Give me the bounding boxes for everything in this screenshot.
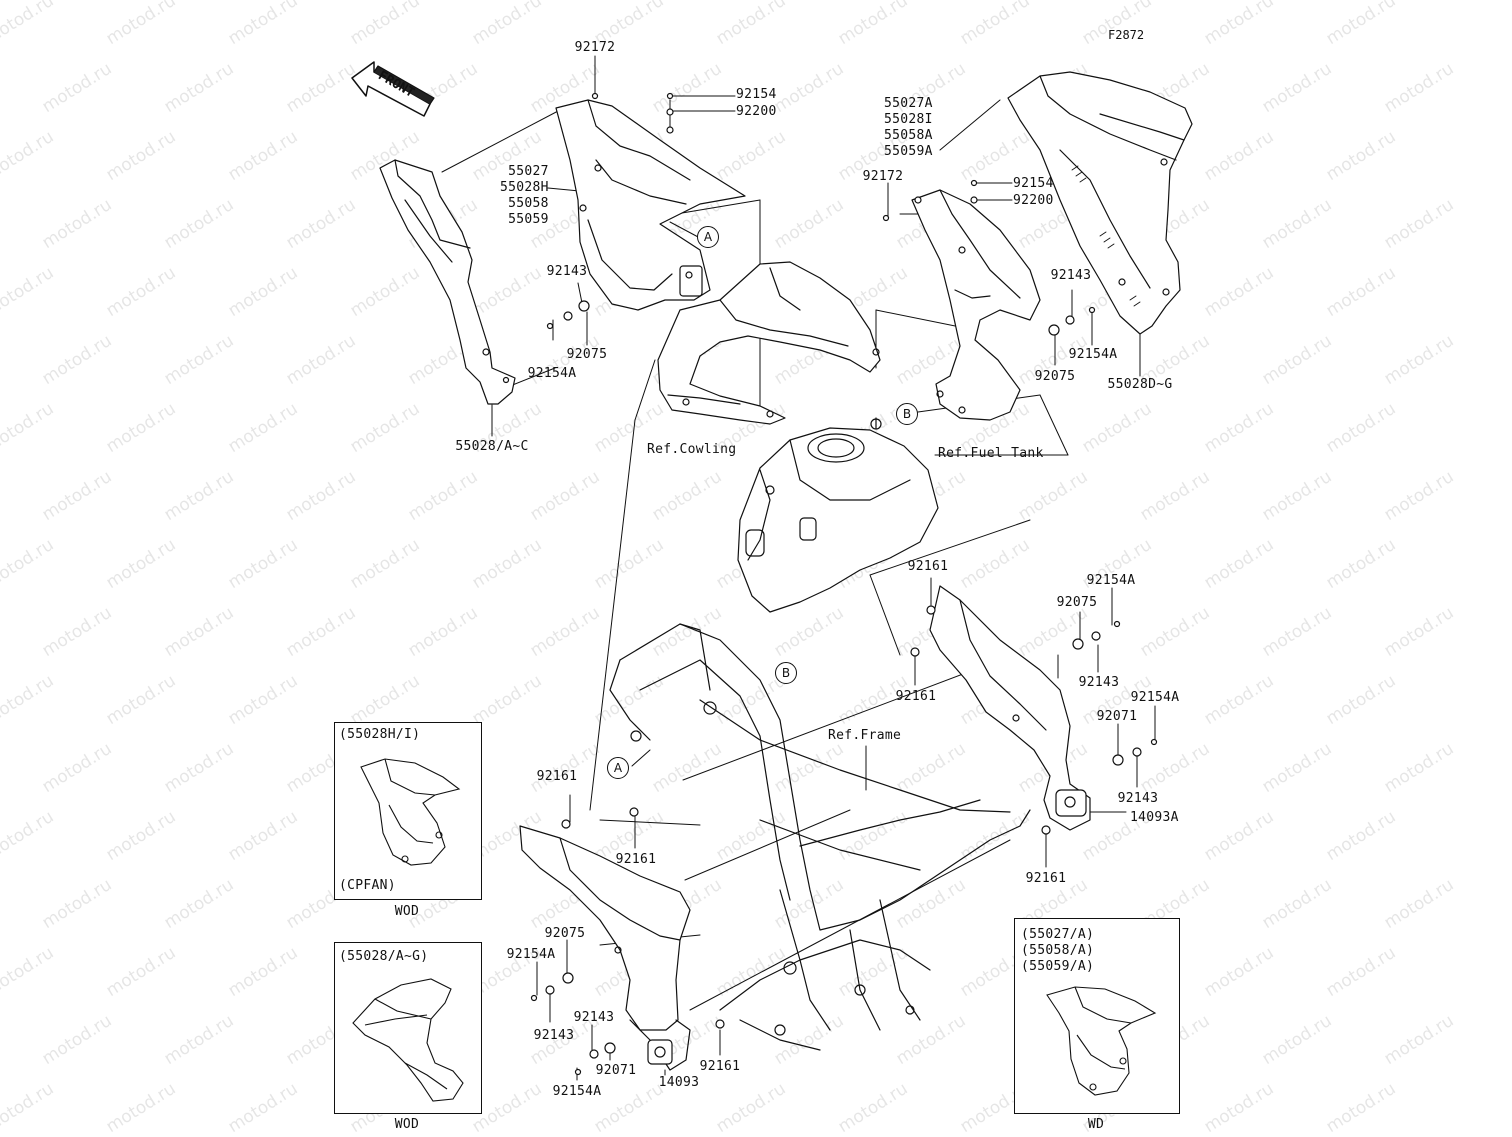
part-label[interactable]: 92075 bbox=[544, 926, 586, 941]
part-label[interactable]: 92075 bbox=[1034, 369, 1076, 384]
inset-cpfan-drawing bbox=[360, 758, 461, 866]
part-label[interactable]: 92161 bbox=[907, 559, 949, 574]
part-label[interactable]: 92154 bbox=[736, 87, 777, 102]
right-lower-panel-part bbox=[929, 585, 1091, 831]
part-label[interactable]: 55028/A~C bbox=[455, 439, 529, 454]
part-label[interactable]: 92161 bbox=[699, 1059, 741, 1074]
part-label[interactable]: 55028I bbox=[884, 112, 933, 127]
marker-a: A bbox=[697, 226, 719, 248]
frame-part bbox=[609, 623, 1031, 1051]
part-label[interactable]: 92154A bbox=[552, 1084, 602, 1099]
part-label[interactable]: 92143 bbox=[546, 264, 588, 279]
part-label[interactable]: 92161 bbox=[895, 689, 937, 704]
part-label[interactable]: 92154 bbox=[1013, 176, 1054, 191]
inset-note: (CPFAN) bbox=[339, 878, 396, 893]
part-label[interactable]: 14093 bbox=[658, 1075, 700, 1090]
part-label[interactable]: 14093A bbox=[1130, 810, 1179, 825]
inset-title: (55028H/I) bbox=[339, 727, 421, 742]
inset-title: (55028/A~G) bbox=[339, 949, 429, 964]
part-label[interactable]: 92075 bbox=[1056, 595, 1098, 610]
part-label[interactable]: 92161 bbox=[615, 852, 657, 867]
marker-b: B bbox=[775, 662, 797, 684]
part-label[interactable]: 55028H bbox=[500, 180, 549, 195]
part-label[interactable]: 92154A bbox=[1086, 573, 1136, 588]
inset-title: (55058/A) bbox=[1021, 943, 1095, 958]
inset-caption: WOD bbox=[394, 904, 420, 919]
fasteners bbox=[530, 92, 1158, 1076]
part-label[interactable]: 55059 bbox=[508, 212, 549, 227]
part-label[interactable]: 55058A bbox=[884, 128, 933, 143]
inset-wd-drawing bbox=[1046, 986, 1157, 1096]
figure-code: F2872 bbox=[1108, 28, 1145, 42]
left-lower-panel-part bbox=[519, 825, 691, 1071]
part-label[interactable]: 55058 bbox=[508, 196, 549, 211]
part-label-group: 55027 55028H 55058 55059 bbox=[500, 164, 549, 228]
part-label[interactable]: 92200 bbox=[736, 104, 777, 119]
inset-title-group: (55027/A) (55058/A) (55059/A) bbox=[1021, 927, 1094, 975]
part-label[interactable]: 92143 bbox=[1078, 675, 1120, 690]
part-label[interactable]: 55027 bbox=[508, 164, 549, 179]
part-label[interactable]: 92071 bbox=[1096, 709, 1138, 724]
ref-cowling-label[interactable]: Ref.Cowling bbox=[647, 442, 737, 457]
inset-cpfan: (55028H/I) (CPFAN) bbox=[334, 722, 482, 900]
inset-title: (55059/A) bbox=[1021, 959, 1095, 974]
part-label[interactable]: 55059A bbox=[884, 144, 933, 159]
part-label[interactable]: 92154A bbox=[527, 366, 577, 381]
part-label[interactable]: 92154A bbox=[1130, 690, 1180, 705]
left-shroud-inner-part bbox=[555, 99, 746, 311]
ref-frame-label[interactable]: Ref.Frame bbox=[828, 728, 902, 743]
part-label[interactable]: 55027A bbox=[884, 96, 933, 111]
part-label[interactable]: 92154A bbox=[506, 947, 556, 962]
right-shroud-outer-part bbox=[1007, 71, 1193, 335]
part-label[interactable]: 92154A bbox=[1068, 347, 1118, 362]
part-label[interactable]: 92143 bbox=[533, 1028, 575, 1043]
left-shroud-part bbox=[379, 159, 516, 405]
part-label[interactable]: 92143 bbox=[573, 1010, 615, 1025]
inset-caption: WD bbox=[1087, 1117, 1105, 1132]
inset-title: (55027/A) bbox=[1021, 927, 1095, 942]
fuel-tank-part bbox=[737, 417, 939, 613]
inset-wod-drawing bbox=[352, 978, 464, 1102]
part-label[interactable]: 92143 bbox=[1050, 268, 1092, 283]
inset-caption: WOD bbox=[394, 1117, 420, 1132]
part-label[interactable]: 92071 bbox=[595, 1063, 637, 1078]
part-label[interactable]: 92143 bbox=[1117, 791, 1159, 806]
inset-wd: (55027/A) (55058/A) (55059/A) bbox=[1014, 918, 1180, 1114]
part-label[interactable]: 92200 bbox=[1013, 193, 1054, 208]
marker-b: B bbox=[896, 403, 918, 425]
part-label[interactable]: 92161 bbox=[536, 769, 578, 784]
part-label[interactable]: 92075 bbox=[566, 347, 608, 362]
front-arrow-icon: FRONT bbox=[351, 61, 435, 117]
cowling-part bbox=[657, 261, 881, 425]
part-label[interactable]: 92172 bbox=[862, 169, 904, 184]
part-label-group: 55027A 55028I 55058A 55059A bbox=[884, 96, 933, 160]
ref-fuel-tank-label[interactable]: Ref.Fuel Tank bbox=[938, 446, 1044, 461]
part-label[interactable]: 55028D~G bbox=[1107, 377, 1173, 392]
part-label[interactable]: 92161 bbox=[1025, 871, 1067, 886]
right-shroud-inner-part bbox=[911, 189, 1041, 421]
part-label[interactable]: 92172 bbox=[574, 40, 616, 55]
inset-wod: (55028/A~G) bbox=[334, 942, 482, 1114]
marker-a: A bbox=[607, 757, 629, 779]
